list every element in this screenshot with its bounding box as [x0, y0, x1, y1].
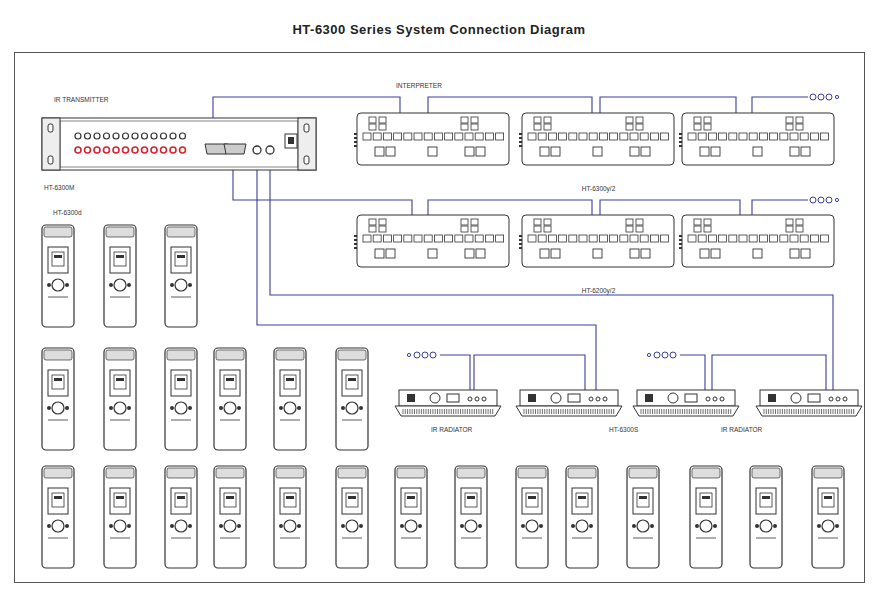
receiver-unit: [42, 225, 74, 327]
ir-radiator-unit: [756, 390, 862, 416]
cable: [752, 97, 808, 113]
receiver-unit: [395, 466, 427, 568]
ir-radiator-unit: [516, 390, 622, 416]
ir-radiator-unit: [633, 390, 739, 416]
receiver-unit: [165, 225, 197, 327]
cable: [270, 150, 833, 392]
receiver-unit: [104, 225, 136, 327]
receiver-unit: [214, 348, 246, 450]
continuation-dot: [835, 95, 838, 98]
continuation-dot: [826, 197, 832, 203]
device-label: HT-6300y/2: [582, 185, 616, 193]
receiver-unit: [42, 466, 74, 568]
continuation-dot: [414, 352, 420, 358]
receiver-unit: [812, 466, 844, 568]
transmitter-unit: [42, 118, 316, 170]
interpreter-unit: [679, 215, 834, 267]
continuation-dot: [818, 94, 824, 100]
part-label: IR RADIATOR: [430, 426, 473, 434]
continuation-dot: [818, 197, 824, 203]
device-label: HT-6200y/2: [582, 287, 616, 295]
continuation-dot: [662, 352, 668, 358]
interpreter-unit: [519, 215, 674, 267]
device-group: HT-6200y/2: [522, 215, 675, 295]
receiver-unit: [104, 348, 136, 450]
receiver-unit: [274, 348, 306, 450]
frame: [15, 53, 865, 583]
receiver-unit: [214, 466, 246, 568]
cable: [428, 97, 592, 113]
receiver-unit: [627, 466, 659, 568]
receiver-unit: [566, 466, 598, 568]
continuation-dot: [647, 353, 650, 356]
continuation-dot: [670, 352, 676, 358]
continuation-dot: [826, 94, 832, 100]
part-label: HT-6300d: [52, 209, 83, 217]
continuation-dot: [810, 197, 816, 203]
continuation-dot: [407, 353, 410, 356]
interpreter-unit: [679, 113, 834, 165]
interpreter-unit: [354, 215, 509, 267]
diagram-title: HT-6300 Series System Connection Diagram: [0, 22, 878, 37]
receiver-unit: [690, 466, 722, 568]
continuation-dot: [430, 352, 436, 358]
receiver-unit: [516, 466, 548, 568]
device-label: IR TRANSMITTER: [54, 96, 108, 104]
cable: [600, 200, 740, 215]
continuation-dot: [422, 352, 428, 358]
device-label: HT-6300M: [44, 184, 74, 192]
device-group: IR TRANSMITTER HT-6300M: [44, 96, 194, 192]
cable: [680, 355, 705, 392]
cable: [257, 150, 596, 392]
interpreter-unit: [519, 113, 674, 165]
receiver-unit: [104, 466, 136, 568]
continuation-dot: [810, 94, 816, 100]
device-group: HT-6300y/2: [522, 113, 675, 193]
ir-radiator-unit: [395, 390, 501, 416]
part-label: IR RADIATOR: [720, 426, 763, 434]
continuation-dot: [835, 198, 838, 201]
receiver-unit: [165, 348, 197, 450]
cable: [474, 355, 585, 392]
cable: [428, 200, 592, 215]
receiver-unit: [455, 466, 487, 568]
part-label: HT-6300S: [608, 426, 639, 434]
receiver-unit: [274, 466, 306, 568]
cable: [712, 355, 826, 392]
cable: [600, 97, 736, 113]
continuation-dot: [654, 352, 660, 358]
interpreter-unit: [354, 113, 509, 165]
cable: [440, 355, 470, 392]
receiver-unit: [42, 348, 74, 450]
receiver-unit: [750, 466, 782, 568]
receiver-unit: [165, 466, 197, 568]
cable: [752, 200, 808, 215]
receiver-unit: [336, 466, 368, 568]
part-label: INTERPRETER: [395, 82, 443, 90]
receiver-unit: [336, 348, 368, 450]
